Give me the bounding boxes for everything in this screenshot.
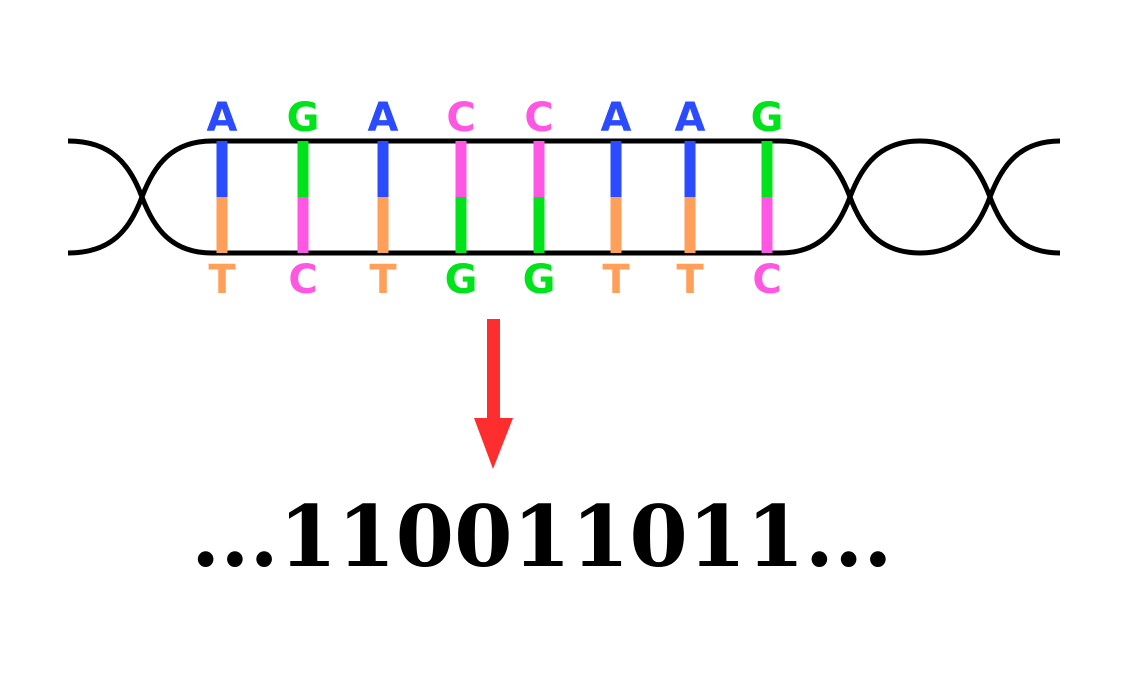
top-base-letter: C <box>446 95 475 141</box>
bottom-base-letter: T <box>208 257 236 303</box>
base-pair-rungs <box>216 141 773 253</box>
top-base-letter: G <box>751 95 784 141</box>
top-base-letter: A <box>601 95 632 141</box>
top-base-letter: G <box>287 95 320 141</box>
bottom-base-letter: T <box>602 257 630 303</box>
bottom-base-letter: C <box>752 257 781 303</box>
arrow-shaft <box>487 319 500 423</box>
backbone-segment <box>779 138 921 256</box>
bottom-base-letter: G <box>445 257 478 303</box>
top-base-letter: A <box>368 95 399 141</box>
bottom-base-letter: G <box>523 257 556 303</box>
conversion-arrow <box>474 319 513 469</box>
backbone-segment <box>919 138 1061 256</box>
arrow-head <box>474 418 513 469</box>
top-base-letter: A <box>675 95 706 141</box>
bottom-base-letter: T <box>676 257 704 303</box>
binary-output: ...110011011... <box>191 487 893 586</box>
backbone-segment <box>67 138 213 256</box>
bottom-base-letter: C <box>288 257 317 303</box>
top-base-letter: A <box>207 95 238 141</box>
top-base-letter: C <box>524 95 553 141</box>
bottom-base-letter: T <box>369 257 397 303</box>
